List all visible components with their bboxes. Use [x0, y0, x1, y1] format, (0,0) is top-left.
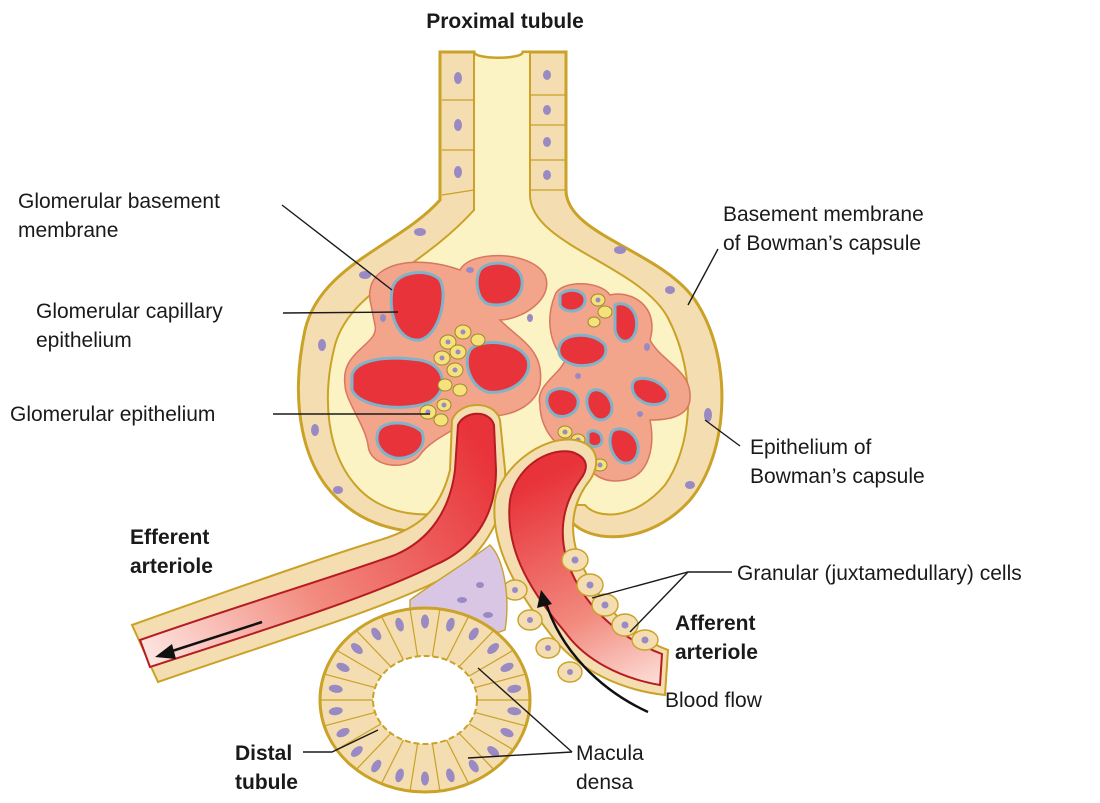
label-distal-tubule: Distal tubule — [235, 742, 298, 794]
label-macula-densa: Macula densa — [576, 742, 650, 794]
tubule-cell-nucleus — [421, 614, 429, 628]
label-blood-flow: Blood flow — [665, 689, 763, 712]
label-basement-membrane-bowman: Basement membrane of Bowman’s capsule — [723, 203, 930, 255]
label-epithelium-bowman: Epithelium of Bowman’s capsule — [750, 436, 925, 488]
distal-tubule-lumen — [373, 656, 477, 744]
label-proximal-tubule: Proximal tubule — [426, 10, 584, 33]
label-granular-cells: Granular (juxtamedullary) cells — [737, 562, 1022, 585]
label-glomerular-basement-membrane: Glomerular basement membrane — [18, 190, 226, 242]
label-glomerular-epithelium: Glomerular epithelium — [10, 403, 215, 426]
label-afferent-arteriole: Afferent arteriole — [675, 612, 761, 664]
label-efferent-arteriole: Efferent arteriole — [130, 526, 215, 578]
tubule-cell-nucleus — [421, 772, 429, 786]
label-glomerular-capillary-epithelium: Glomerular capillary epithelium — [36, 300, 229, 352]
